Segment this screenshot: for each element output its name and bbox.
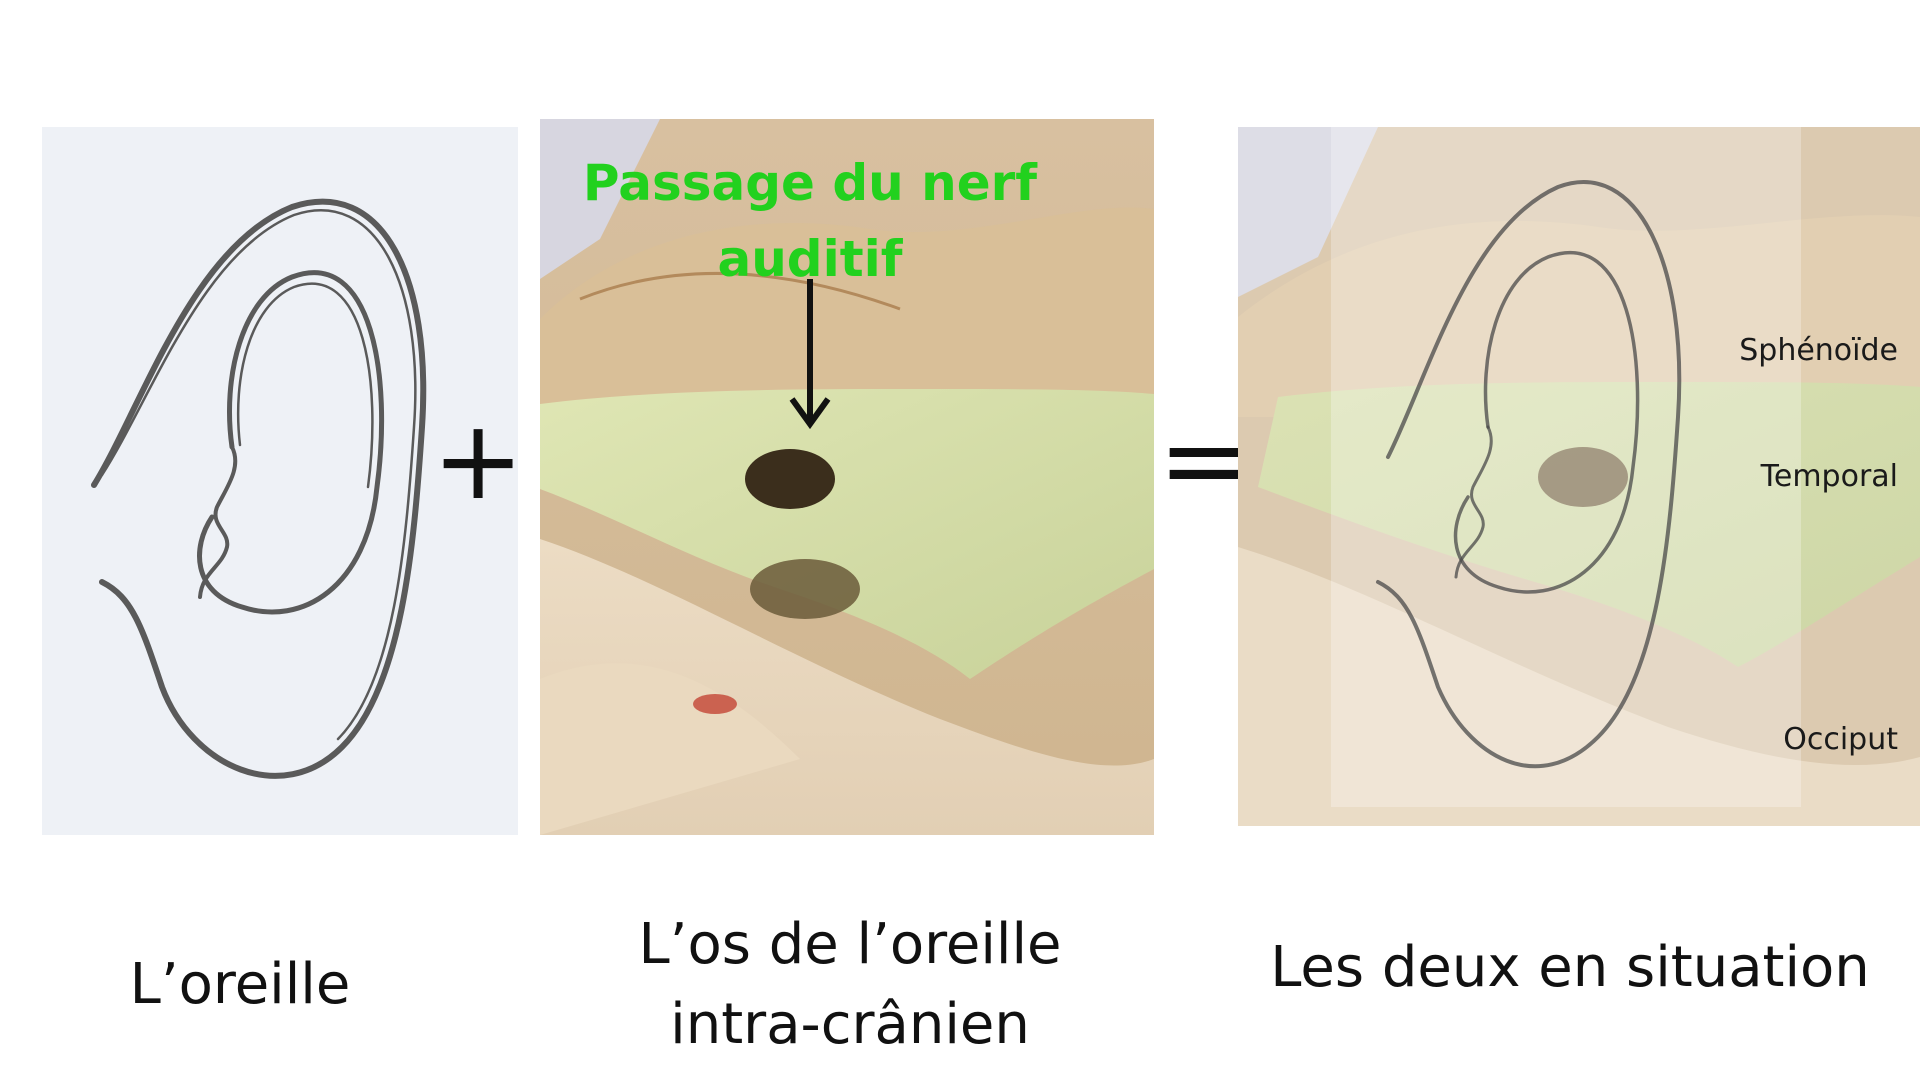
- ear-caption: L’oreille: [129, 952, 351, 1017]
- bone-caption: L’os de l’oreille intra-crânien: [590, 905, 1110, 1065]
- equals-sign: =: [1158, 396, 1251, 524]
- bone-caption-line-1: L’os de l’oreille: [638, 912, 1062, 977]
- ear-sketch-image: [42, 127, 518, 835]
- combined-panel: [1238, 127, 1920, 826]
- callout-line-1: Passage du nerf: [582, 154, 1038, 212]
- temporal-bone-image: [540, 119, 1154, 835]
- plus-sign: +: [432, 396, 525, 524]
- ear-drawing-panel: [42, 127, 518, 835]
- bone-caption-line-2: intra-crânien: [670, 992, 1030, 1057]
- sphenoide-label: Sphénoïde: [1739, 333, 1898, 368]
- ear-bone-photo-panel: [540, 119, 1154, 835]
- nerve-passage-callout: Passage du nerf auditif: [570, 145, 1050, 297]
- combined-caption: Les deux en situation: [1270, 935, 1870, 1000]
- occiput-label: Occiput: [1783, 722, 1898, 757]
- combined-overlay-image: [1238, 127, 1920, 826]
- callout-line-2: auditif: [717, 230, 903, 288]
- temporal-label: Temporal: [1760, 459, 1898, 494]
